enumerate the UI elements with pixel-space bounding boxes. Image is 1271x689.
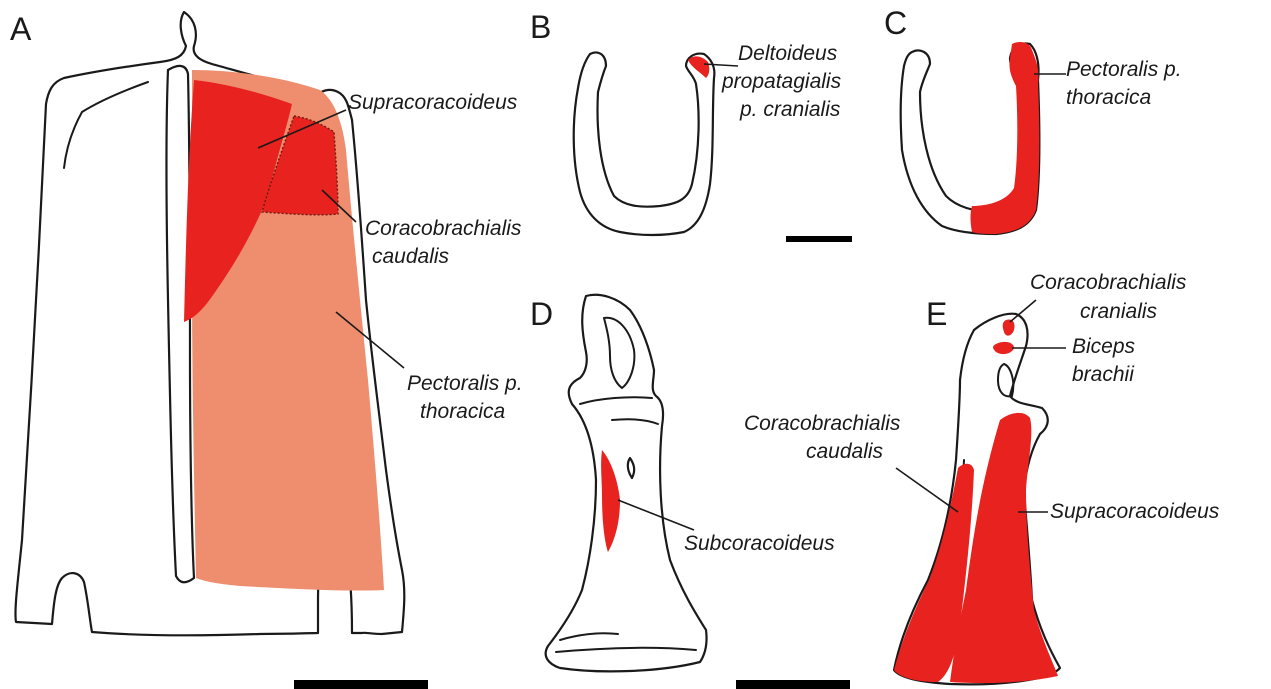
panel-d: D Subcoracoideus xyxy=(530,295,850,689)
a-pectoralis-label-2: thoracica xyxy=(420,400,505,423)
de-scale-bar xyxy=(736,680,850,689)
a-pectoralis-label-1: Pectoralis p. xyxy=(407,372,523,395)
panel-letter-a: A xyxy=(10,11,32,47)
e-coracobrachialis-caudalis-label-1: Coracobrachialis xyxy=(744,412,901,435)
b-deltoideus-label-1: Deltoideus xyxy=(738,42,838,65)
a-coracobrachialis-label-2: caudalis xyxy=(372,245,450,268)
d-subcoracoideus-label: Subcoracoideus xyxy=(684,532,835,555)
panel-letter-c: C xyxy=(884,5,907,41)
b-deltoideus-label-2: propatagialis xyxy=(721,70,842,93)
panel-c: C Pectoralis p. thoracica xyxy=(884,5,1182,234)
a-supracoracoideus-label: Supracoracoideus xyxy=(348,91,518,114)
a-scale-bar xyxy=(294,680,428,689)
e-biceps-label-2: brachii xyxy=(1072,363,1135,386)
panel-letter-d: D xyxy=(530,296,553,332)
panel-b: B Deltoideus propatagialis p. cranialis xyxy=(530,9,852,242)
a-coracobrachialis-label-1: Coracobrachialis xyxy=(365,217,522,240)
e-coracobrachialis-cranialis-label-1: Coracobrachialis xyxy=(1030,271,1187,294)
b-furcula-outline xyxy=(574,53,715,236)
bc-scale-bar xyxy=(786,236,852,242)
c-pectoralis-label-1: Pectoralis p. xyxy=(1066,58,1182,81)
e-biceps-label-1: Biceps xyxy=(1072,335,1136,358)
c-pectoralis-area xyxy=(971,42,1040,234)
panel-letter-e: E xyxy=(926,296,947,332)
panel-a: A Supracoracoideus Coracobrachialis caud… xyxy=(10,11,523,689)
c-pectoralis-label-2: thoracica xyxy=(1066,86,1151,109)
panel-e: E Coracobrachialis cranialis Biceps brac… xyxy=(744,271,1220,684)
e-coracobrachialis-cranialis-label-2: cranialis xyxy=(1080,300,1158,323)
b-deltoideus-label-3: p. cranialis xyxy=(739,98,841,121)
e-supracoracoideus-label: Supracoracoideus xyxy=(1050,500,1220,523)
e-coracobrachialis-caudalis-leader xyxy=(896,468,958,512)
d-coracoid-outline xyxy=(546,295,707,672)
panel-letter-b: B xyxy=(530,9,551,45)
e-coracobrachialis-caudalis-label-2: caudalis xyxy=(806,440,884,463)
